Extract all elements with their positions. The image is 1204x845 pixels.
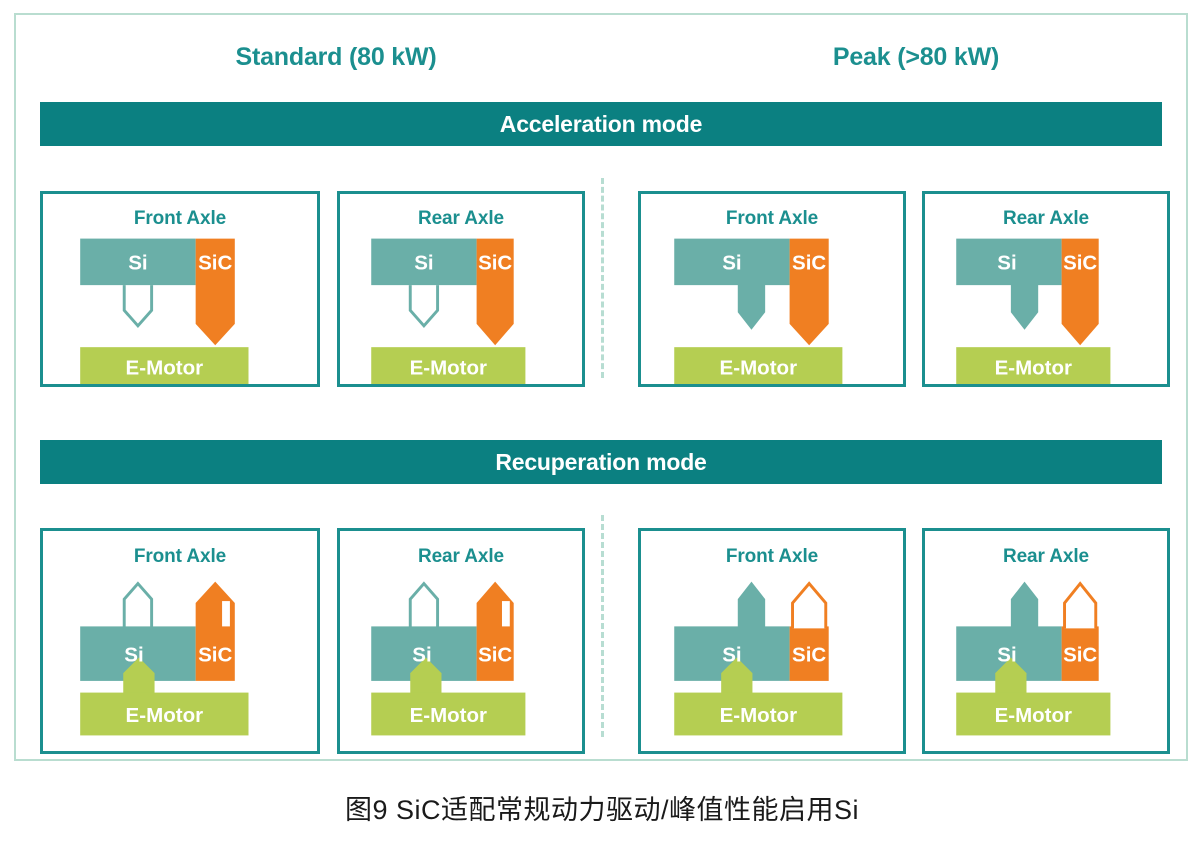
mode-banner-recuperation: Recuperation mode <box>40 440 1162 484</box>
sic-notch <box>501 601 510 627</box>
si-arrow-outline-up <box>122 581 154 629</box>
si-arrow-filled-up <box>956 581 1062 681</box>
emotor-block <box>80 692 249 736</box>
figure-frame: Standard (80 kW) Peak (>80 kW) Accelerat… <box>14 13 1188 761</box>
emotor-block <box>956 347 1111 384</box>
diagram-stage: Si SiC E-Motor <box>340 194 582 384</box>
panel-accel-standard-rear: Rear Axle Si SiC E-Motor <box>337 191 585 387</box>
sic-label: SiC <box>792 252 826 275</box>
column-headers: Standard (80 kW) Peak (>80 kW) <box>16 43 1186 83</box>
emotor-arrow-filled-up <box>410 657 442 695</box>
diagram-stage: Si SiC E-Motor <box>641 531 903 751</box>
emotor-label: E-Motor <box>410 704 487 727</box>
sic-arrow-outline-up <box>1063 581 1098 629</box>
sic-label: SiC <box>792 643 826 666</box>
panel-accel-peak-rear: Rear Axle Si SiC E-Motor <box>922 191 1170 387</box>
emotor-label: E-Motor <box>126 704 204 727</box>
column-header-standard: Standard (80 kW) <box>235 43 437 71</box>
emotor-arrow-filled-up <box>123 657 155 695</box>
emotor-arrow-filled-up <box>995 657 1027 695</box>
si-label: Si <box>414 253 433 275</box>
diagram-stage: Si SiC E-Motor <box>641 194 903 384</box>
emotor-arrow-filled-up <box>721 657 753 695</box>
si-block <box>80 238 196 286</box>
diagram-stage: Si SiC E-Motor <box>925 531 1167 751</box>
emotor-label: E-Motor <box>995 704 1072 727</box>
si-arrow-outline-down <box>122 285 154 329</box>
si-label: Si <box>722 643 741 666</box>
si-label: Si <box>997 253 1016 275</box>
panel-title: Front Axle <box>133 208 227 229</box>
si-arrow-filled-down <box>956 238 1062 330</box>
diagram-stage: Si SiC E-Motor <box>340 531 582 751</box>
sic-label: SiC <box>1063 253 1097 275</box>
sic-arrow-filled-down <box>789 238 829 346</box>
si-label: Si <box>997 643 1016 666</box>
column-header-peak: Peak (>80 kW) <box>832 43 1000 71</box>
diagram-stage: Si SiC E-Motor <box>43 194 317 384</box>
panel-accel-standard-front: Front Axle Si SiC E-Motor <box>40 191 320 387</box>
emotor-block <box>80 347 249 384</box>
si-label: Si <box>124 643 143 666</box>
sic-label: SiC <box>198 643 232 666</box>
emotor-block <box>956 692 1111 736</box>
emotor-block <box>371 347 526 384</box>
emotor-block <box>674 347 843 384</box>
sic-block <box>1061 626 1099 681</box>
figure-caption: 图9 SiC适配常规动力驱动/峰值性能启用Si <box>344 795 860 825</box>
sic-label: SiC <box>198 252 232 275</box>
si-arrow-outline-down <box>408 285 440 329</box>
sic-arrow-filled-down <box>195 238 235 346</box>
emotor-label: E-Motor <box>995 357 1072 379</box>
column-divider-recuperation <box>601 515 604 737</box>
panel-recup-peak-front: Front Axle Si SiC E-Motor <box>638 528 906 754</box>
si-label: Si <box>412 643 431 666</box>
si-block <box>371 238 477 286</box>
diagram-stage: Si SiC E-Motor <box>43 531 317 751</box>
panel-accel-peak-front: Front Axle Si SiC E-Motor <box>638 191 906 387</box>
si-label: Si <box>722 252 741 275</box>
emotor-block <box>674 692 843 736</box>
panel-title: Front Axle <box>725 208 819 229</box>
si-label: Si <box>128 252 147 275</box>
panel-title: Rear Axle <box>1002 208 1090 229</box>
panel-title: Rear Axle <box>417 208 505 229</box>
sic-arrow-outline-up <box>791 581 828 629</box>
panel-recup-standard-front: Front Axle Si SiC E-Motor <box>40 528 320 754</box>
panel-title: Rear Axle <box>417 546 505 567</box>
emotor-label: E-Motor <box>720 356 798 379</box>
sic-block <box>789 626 829 681</box>
si-arrow-filled-down <box>674 238 790 330</box>
panel-title: Front Axle <box>725 546 819 567</box>
emotor-block <box>371 692 526 736</box>
mode-banner-acceleration: Acceleration mode <box>40 102 1162 146</box>
sic-notch <box>222 601 230 627</box>
panel-recup-peak-rear: Rear Axle Si SiC E-Motor <box>922 528 1170 754</box>
sic-arrow-filled-down <box>476 238 514 346</box>
emotor-label: E-Motor <box>720 704 798 727</box>
sic-arrow-filled-down <box>1061 238 1099 346</box>
panel-title: Front Axle <box>133 546 227 567</box>
sic-label: SiC <box>1063 643 1097 666</box>
sic-label: SiC <box>478 253 512 275</box>
sic-label: SiC <box>478 643 512 666</box>
si-arrow-outline-up <box>408 581 440 629</box>
emotor-label: E-Motor <box>126 356 204 379</box>
si-arrow-filled-up <box>674 581 790 681</box>
panel-recup-standard-rear: Rear Axle Si SiC E-Motor <box>337 528 585 754</box>
panel-title: Rear Axle <box>1002 546 1090 567</box>
diagram-stage: Si SiC E-Motor <box>925 194 1167 384</box>
column-divider-acceleration <box>601 178 604 378</box>
emotor-label: E-Motor <box>410 357 487 379</box>
